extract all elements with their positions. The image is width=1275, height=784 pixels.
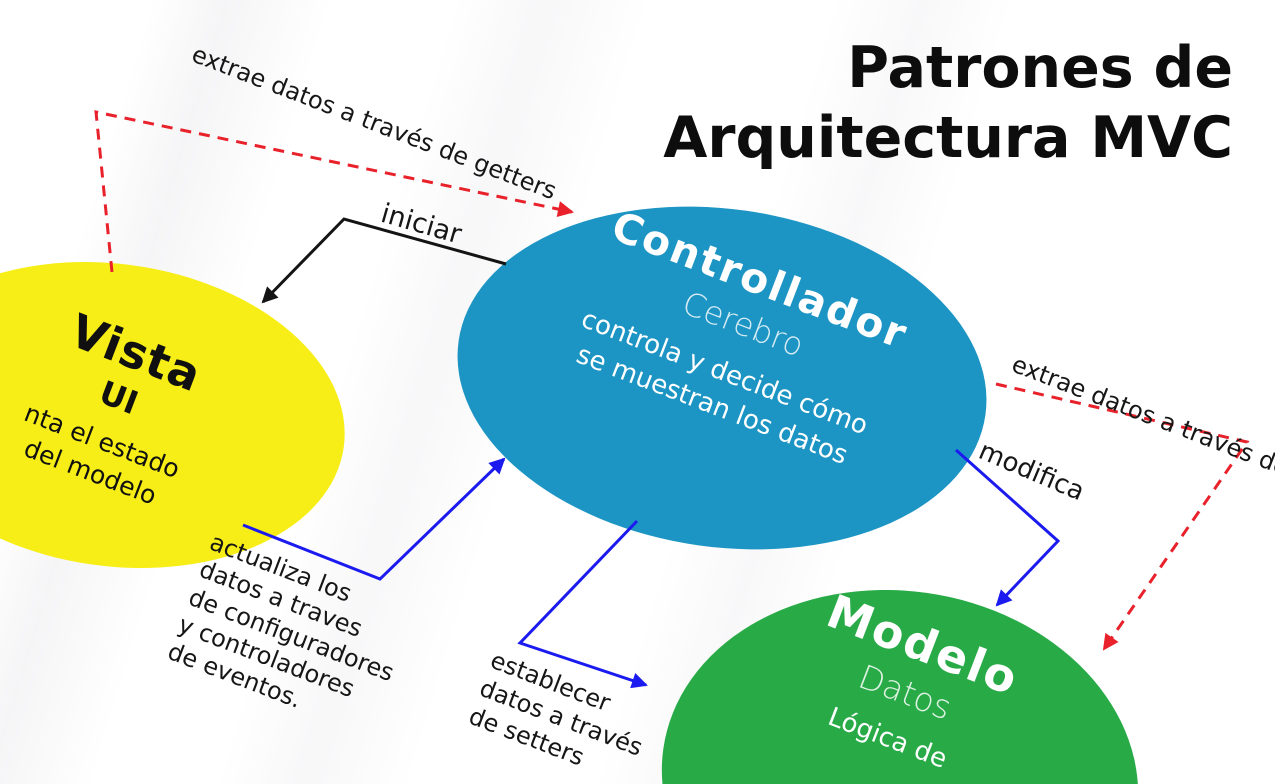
edge-getters-left-line: [94, 110, 574, 273]
page-title-line2: Arquitectura MVC: [663, 104, 1233, 171]
edge-modifica-line: [955, 448, 1061, 607]
page-title-line1: Patrones de: [847, 35, 1233, 101]
edge-getters-right-line: [995, 382, 1250, 651]
controlador-node-circle: [457, 206, 987, 550]
page-title: Patrones de Arquitectura MVC: [663, 34, 1233, 173]
edge-actualiza-line: [242, 457, 506, 581]
modelo-node-circle: [661, 589, 1139, 784]
edge-iniciar-line: [261, 217, 507, 304]
vista-node-circle: [0, 261, 345, 569]
edge-establecer-line: [517, 519, 648, 689]
